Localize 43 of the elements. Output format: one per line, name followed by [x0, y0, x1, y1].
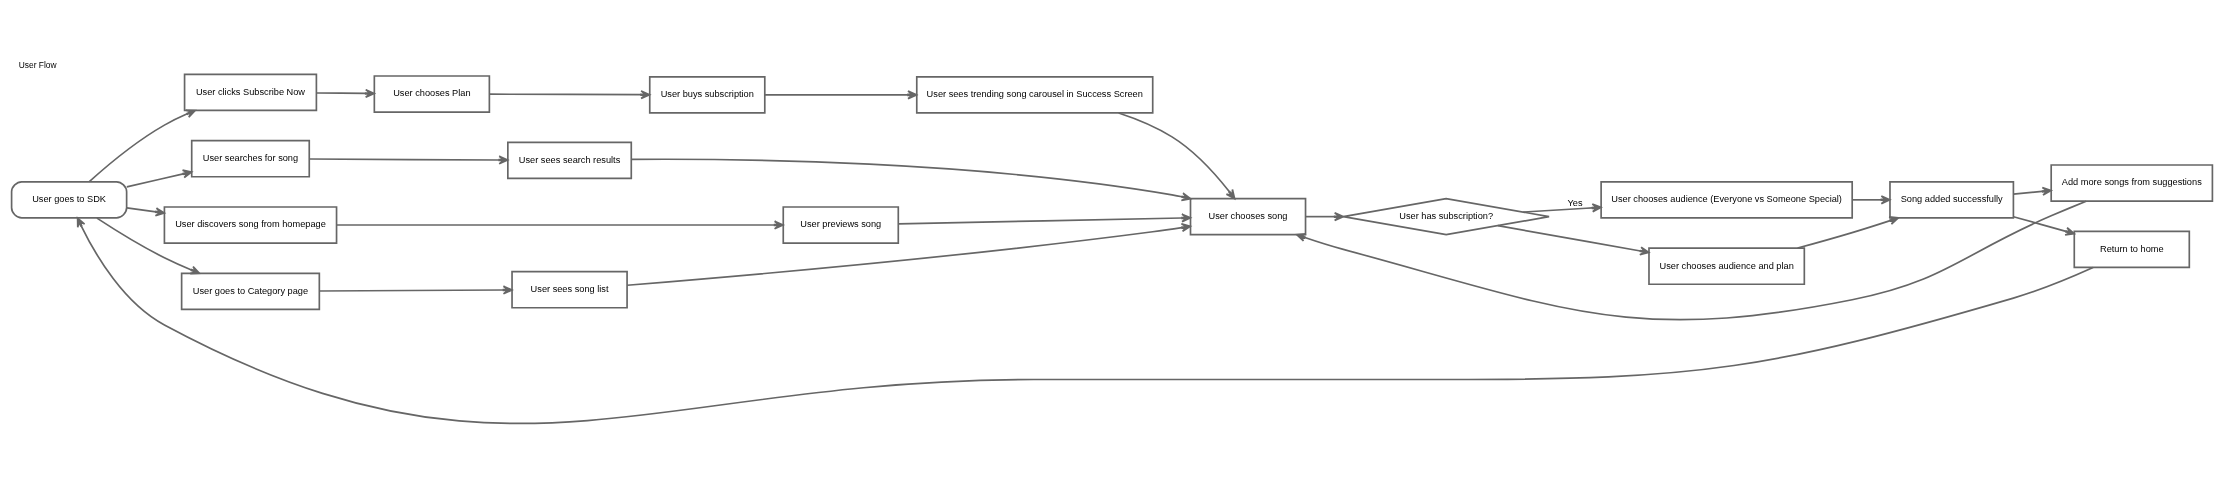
arrow — [1796, 215, 1900, 249]
node-box: User discovers song from homepage — [163, 205, 338, 244]
arrow — [488, 89, 651, 99]
diagram-title: User Flow — [18, 59, 57, 70]
node-box: User chooses song — [1189, 197, 1307, 236]
node-box: Return to home — [2073, 230, 2191, 268]
node-box: Add more songs from suggestions — [2050, 163, 2214, 202]
node-box: Song added successfully — [1889, 180, 2015, 219]
arrow — [1117, 111, 1236, 199]
arrow — [897, 212, 1192, 225]
arrow — [308, 154, 509, 165]
arrow — [764, 89, 918, 99]
node-box: User previews song — [782, 205, 900, 244]
arrow — [2012, 186, 2052, 196]
node-box: User sees song list — [511, 270, 628, 309]
node-diamond: User has subscription? — [1342, 197, 1550, 236]
node-box: User goes to SDK — [10, 180, 128, 219]
arrow — [125, 206, 166, 216]
arrow — [96, 216, 201, 274]
node-box: User chooses audience (Everyone vs Someone Special) — [1600, 180, 1853, 219]
edge-label: Yes — [1567, 197, 1583, 208]
arrow — [626, 222, 1192, 286]
arrow — [1522, 202, 1602, 213]
arrow — [88, 108, 196, 182]
arrow — [2012, 215, 2076, 236]
node-box: User searches for song — [190, 139, 311, 178]
arrow — [1497, 224, 1650, 256]
node-box: User clicks Subscribe Now — [183, 72, 318, 111]
arrow — [1851, 194, 1891, 204]
arrow — [76, 216, 2094, 424]
node-box: User chooses audience and plan — [1648, 246, 1806, 285]
arrow — [318, 284, 513, 295]
arrow — [335, 219, 784, 230]
node-box: User sees trending song carousel in Success Screen — [915, 75, 1154, 114]
arrow — [1295, 199, 2087, 320]
node-box: User buys subscription — [648, 75, 766, 114]
node-box: User goes to Category page — [180, 271, 321, 310]
node-box: User chooses Plan — [373, 74, 491, 113]
arrow — [125, 168, 193, 188]
arrow — [315, 88, 375, 98]
node-box: User sees search results — [507, 141, 633, 179]
arrow — [1304, 211, 1344, 221]
arrow — [630, 157, 1192, 201]
